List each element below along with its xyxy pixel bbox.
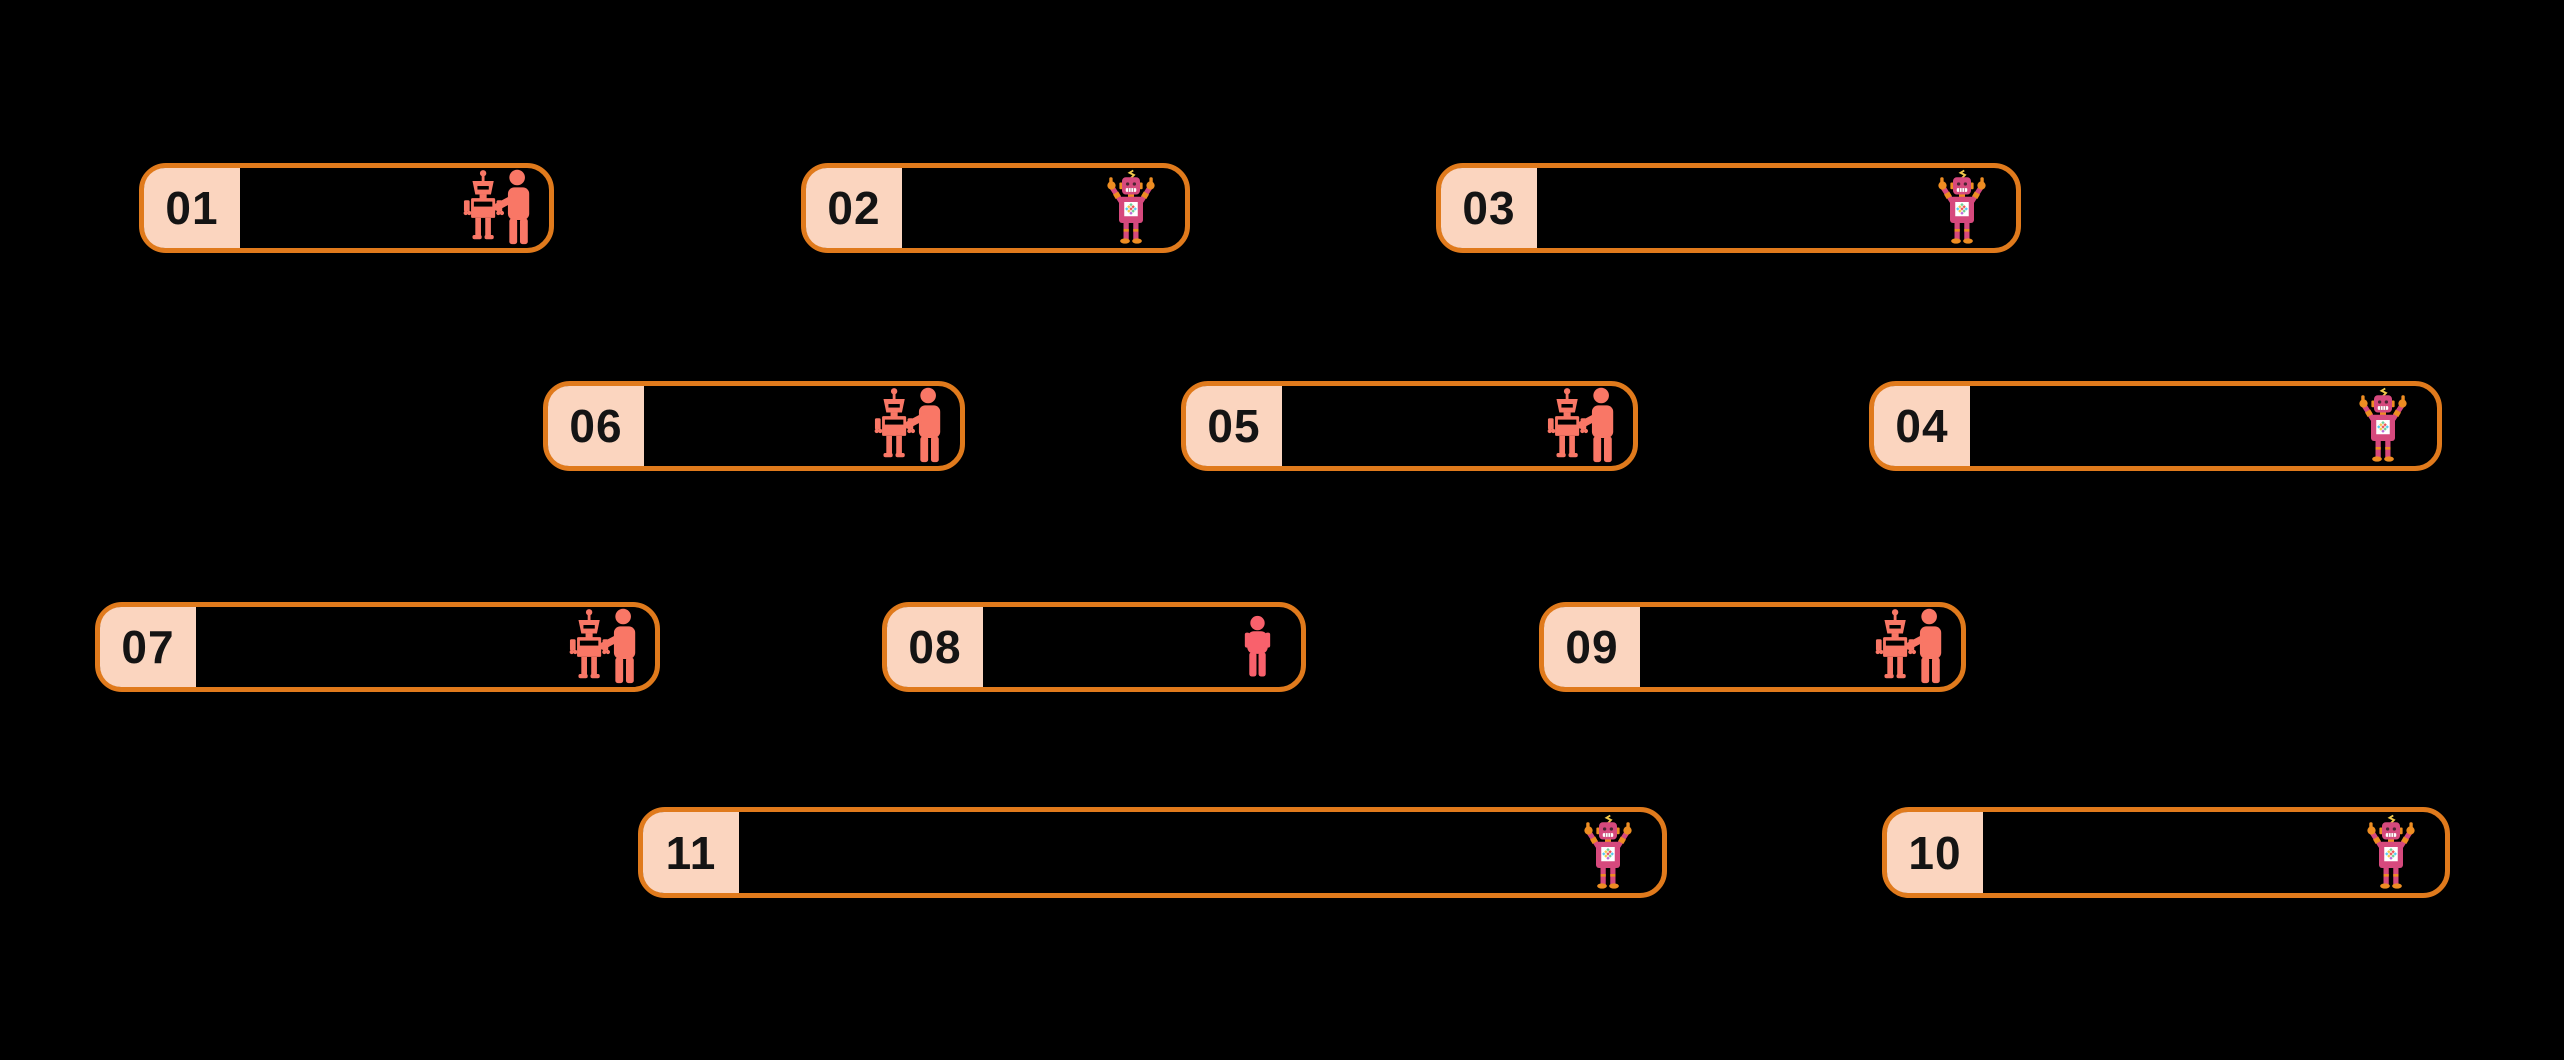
step-number: 09	[1565, 621, 1619, 673]
robot-and-human-icon	[460, 169, 536, 247]
pink-robot-icon	[2361, 813, 2421, 893]
step-07: 07	[95, 602, 660, 692]
step-number-badge: 09	[1544, 607, 1640, 687]
step-number-badge: 06	[548, 386, 644, 466]
step-number-badge: 02	[806, 168, 902, 248]
step-number: 07	[121, 621, 175, 673]
step-09: 09	[1539, 602, 1966, 692]
robot-and-human-icon	[566, 608, 642, 686]
step-number-badge: 10	[1887, 812, 1983, 893]
human-icon	[1242, 616, 1273, 679]
step-number: 11	[665, 826, 717, 879]
step-number: 05	[1207, 400, 1261, 452]
step-06: 06	[543, 381, 965, 471]
step-number: 03	[1462, 182, 1516, 234]
step-02: 02	[801, 163, 1190, 253]
robot-and-human-icon	[1872, 608, 1948, 686]
step-number-badge: 11	[643, 812, 739, 893]
step-number: 06	[569, 400, 623, 452]
step-number-badge: 05	[1186, 386, 1282, 466]
robot-and-human-icon	[1544, 387, 1620, 465]
step-01: 01	[139, 163, 554, 253]
step-number: 10	[1908, 826, 1962, 879]
step-03: 03	[1436, 163, 2021, 253]
step-number: 08	[908, 621, 962, 673]
pink-robot-icon	[1101, 168, 1161, 248]
pink-robot-icon	[1932, 168, 1992, 248]
pink-robot-icon	[2353, 386, 2413, 466]
step-11: 11	[638, 807, 1667, 898]
step-number: 04	[1895, 400, 1949, 452]
robot-and-human-icon	[871, 387, 947, 465]
step-number: 01	[165, 182, 219, 234]
step-04: 04	[1869, 381, 2442, 471]
step-number-badge: 01	[144, 168, 240, 248]
step-05: 05	[1181, 381, 1638, 471]
step-number-badge: 07	[100, 607, 196, 687]
pink-robot-icon	[1578, 813, 1638, 893]
step-number-badge: 04	[1874, 386, 1970, 466]
step-08: 08	[882, 602, 1306, 692]
step-number: 02	[827, 182, 881, 234]
step-number-badge: 08	[887, 607, 983, 687]
step-10: 10	[1882, 807, 2450, 898]
step-number-badge: 03	[1441, 168, 1537, 248]
